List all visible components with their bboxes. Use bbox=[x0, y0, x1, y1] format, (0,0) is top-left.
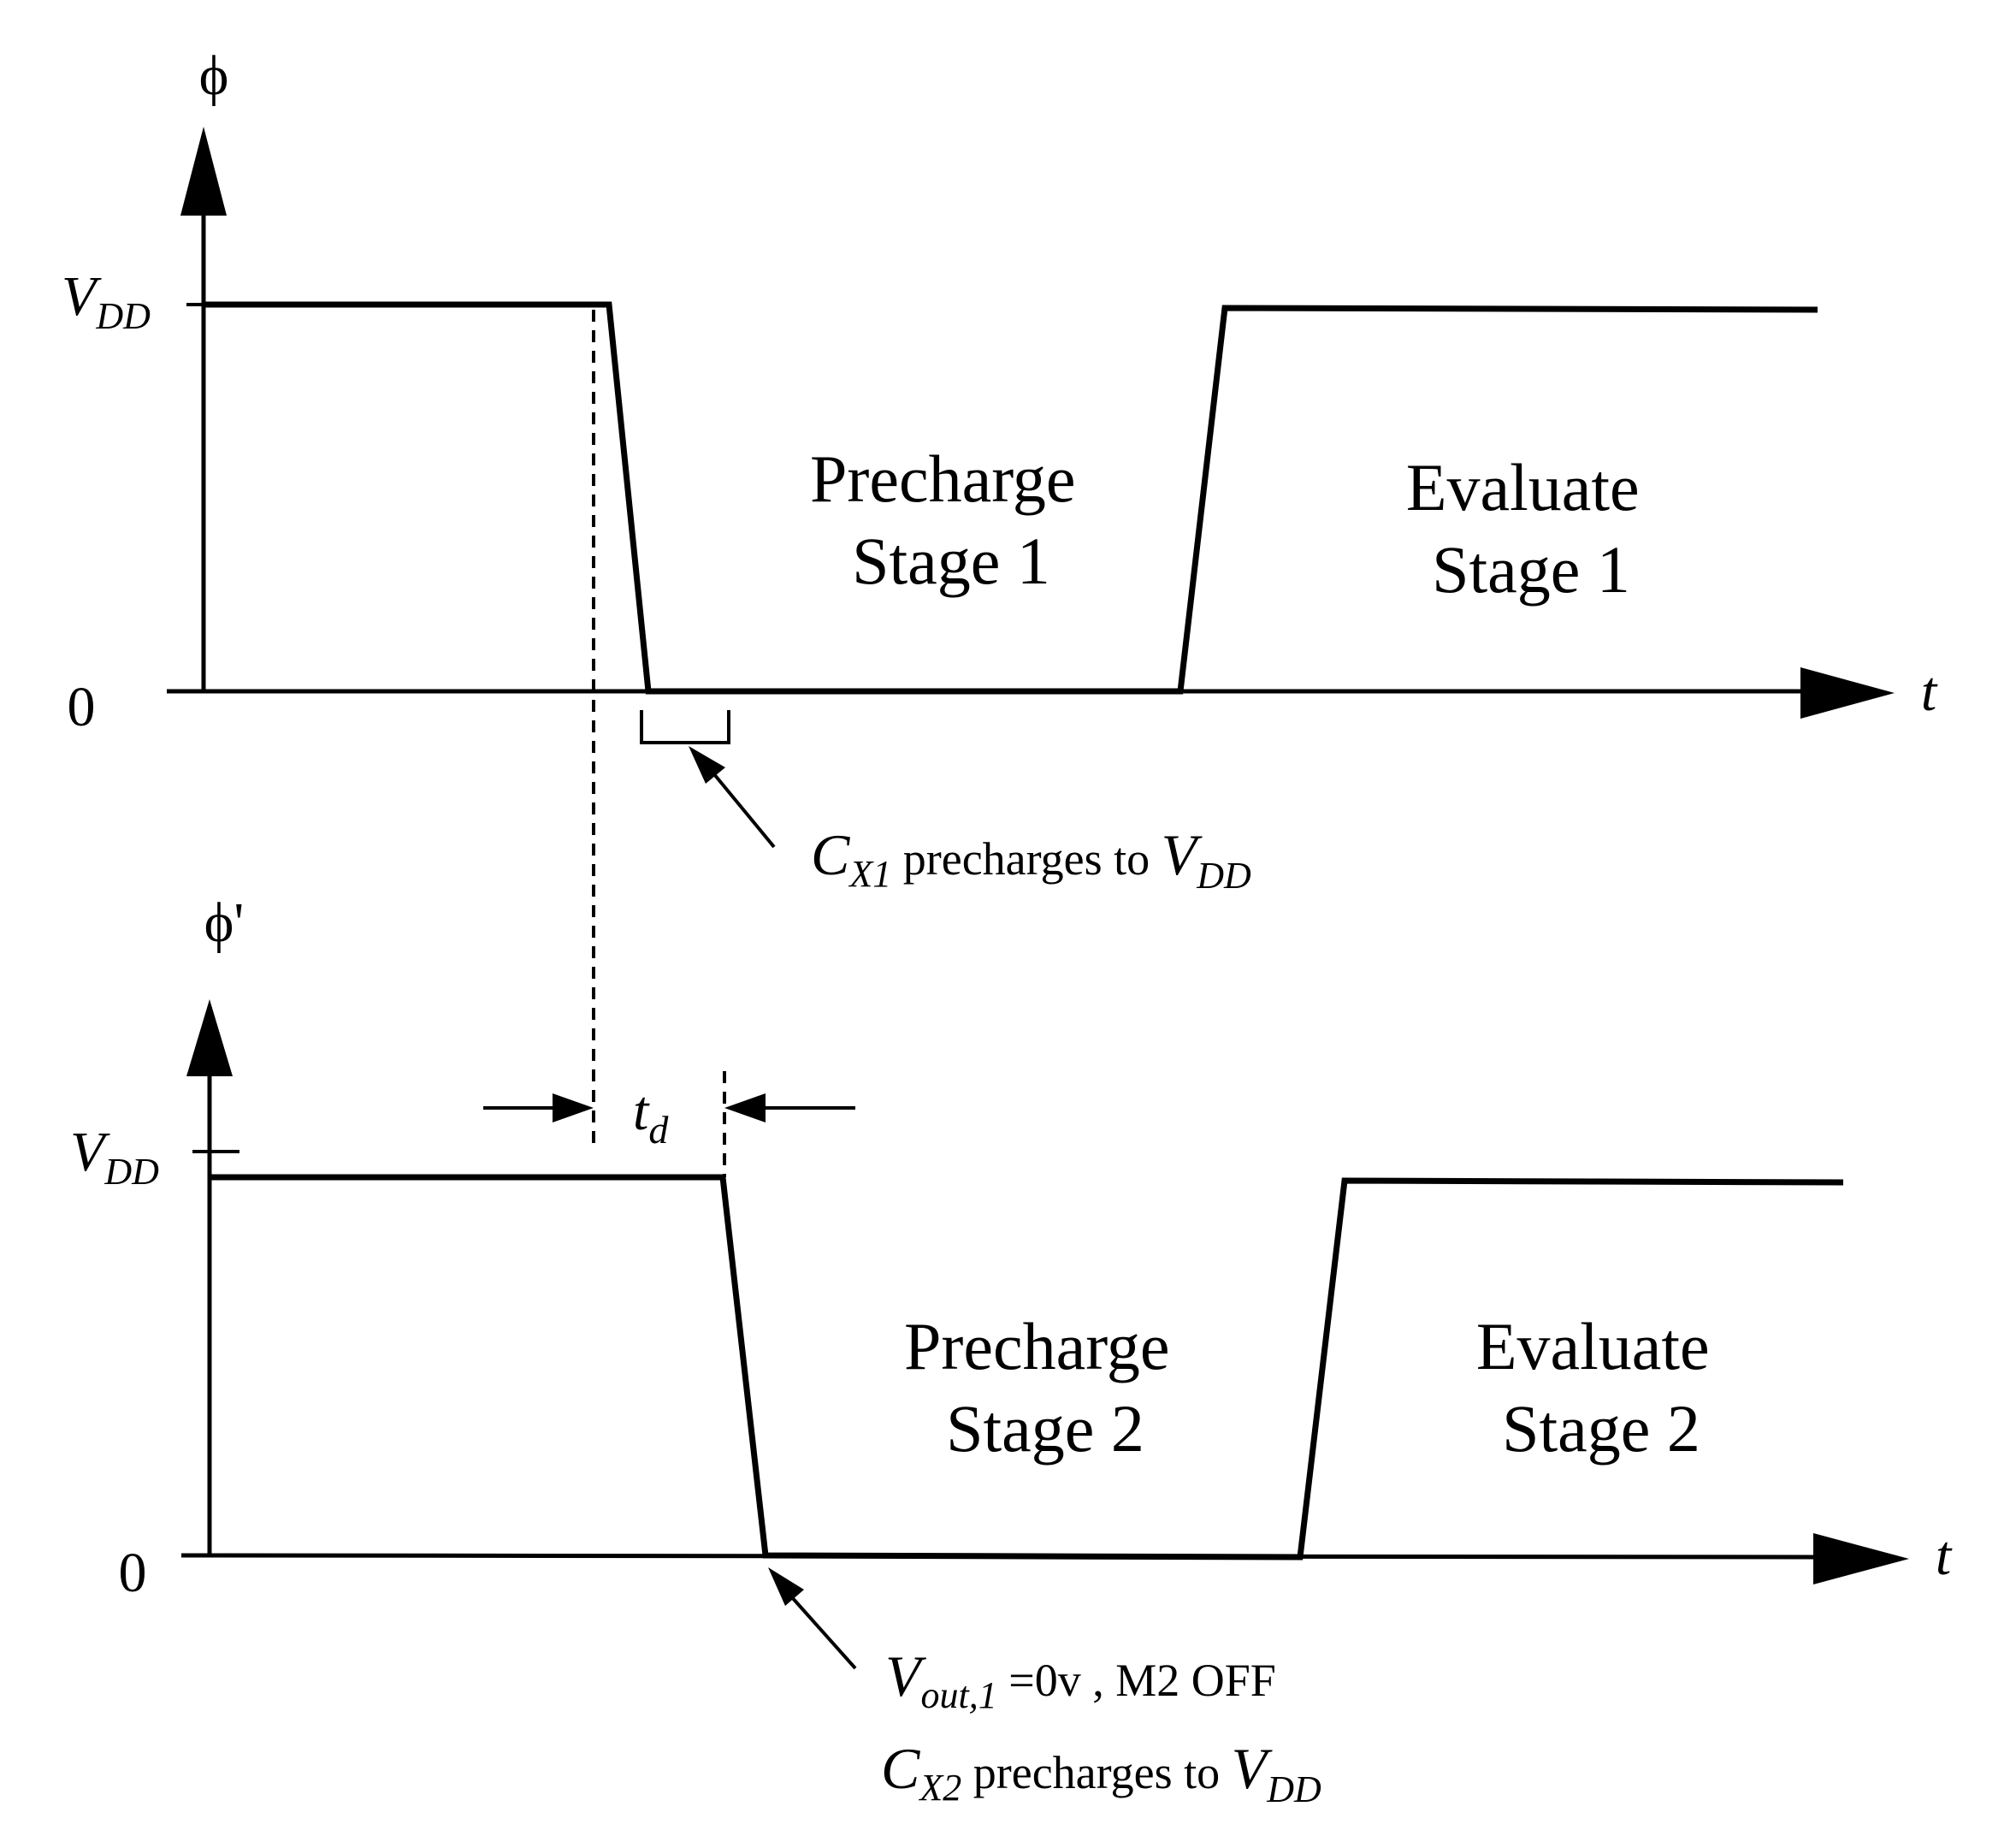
bottom-precharge-label: Precharge Stage 2 bbox=[904, 1309, 1186, 1466]
top-precharge-label: Precharge Stage 1 bbox=[810, 441, 1092, 598]
top-time-label: t bbox=[1921, 660, 1938, 723]
top-time-axis-arrowhead bbox=[1800, 667, 1895, 719]
delay-td-label: td bbox=[633, 1080, 669, 1152]
bottom-zero-label: 0 bbox=[119, 1542, 147, 1604]
top-panel: ϕ VDD 0 t Precharge Stage 1 Evaluate Sta… bbox=[62, 44, 1938, 897]
td-left-arrowhead bbox=[553, 1093, 594, 1122]
bottom-y-axis-arrowhead bbox=[186, 999, 233, 1076]
bottom-annotation-arrowhead bbox=[768, 1567, 804, 1606]
bottom-annotation-line-2: CX2 precharges to VDD bbox=[881, 1736, 1321, 1810]
top-precharge-interval-bracket bbox=[640, 710, 730, 744]
top-vdd-label: VDD bbox=[62, 265, 151, 337]
bottom-y-axis-label: ϕ' bbox=[204, 891, 245, 954]
bottom-vdd-label: VDD bbox=[70, 1121, 159, 1193]
bottom-time-axis-arrowhead bbox=[1813, 1533, 1909, 1584]
top-y-axis-arrowhead bbox=[180, 127, 227, 216]
top-y-axis-label: ϕ bbox=[199, 44, 229, 107]
top-evaluate-label: Evaluate Stage 1 bbox=[1406, 450, 1656, 607]
bottom-panel: ϕ' VDD 0 t Precharge Stage 2 Evaluate St… bbox=[70, 891, 1953, 1810]
bottom-annotation-arrow-shaft bbox=[789, 1595, 857, 1670]
td-right-arrowhead bbox=[724, 1093, 766, 1122]
bottom-time-label: t bbox=[1936, 1525, 1953, 1587]
top-zero-label: 0 bbox=[68, 676, 96, 738]
top-annotation-arrowhead bbox=[689, 746, 725, 784]
top-waveform-phi bbox=[204, 301, 1818, 695]
bottom-waveform-phi-prime bbox=[210, 1174, 1844, 1561]
bottom-evaluate-label: Evaluate Stage 2 bbox=[1476, 1309, 1726, 1466]
top-annotation-arrow-shaft bbox=[712, 773, 776, 849]
top-annotation-text: CX1 precharges to VDD bbox=[811, 822, 1251, 897]
bottom-annotation-line-1: Vout,1 =0v , M2 OFF bbox=[885, 1644, 1276, 1716]
